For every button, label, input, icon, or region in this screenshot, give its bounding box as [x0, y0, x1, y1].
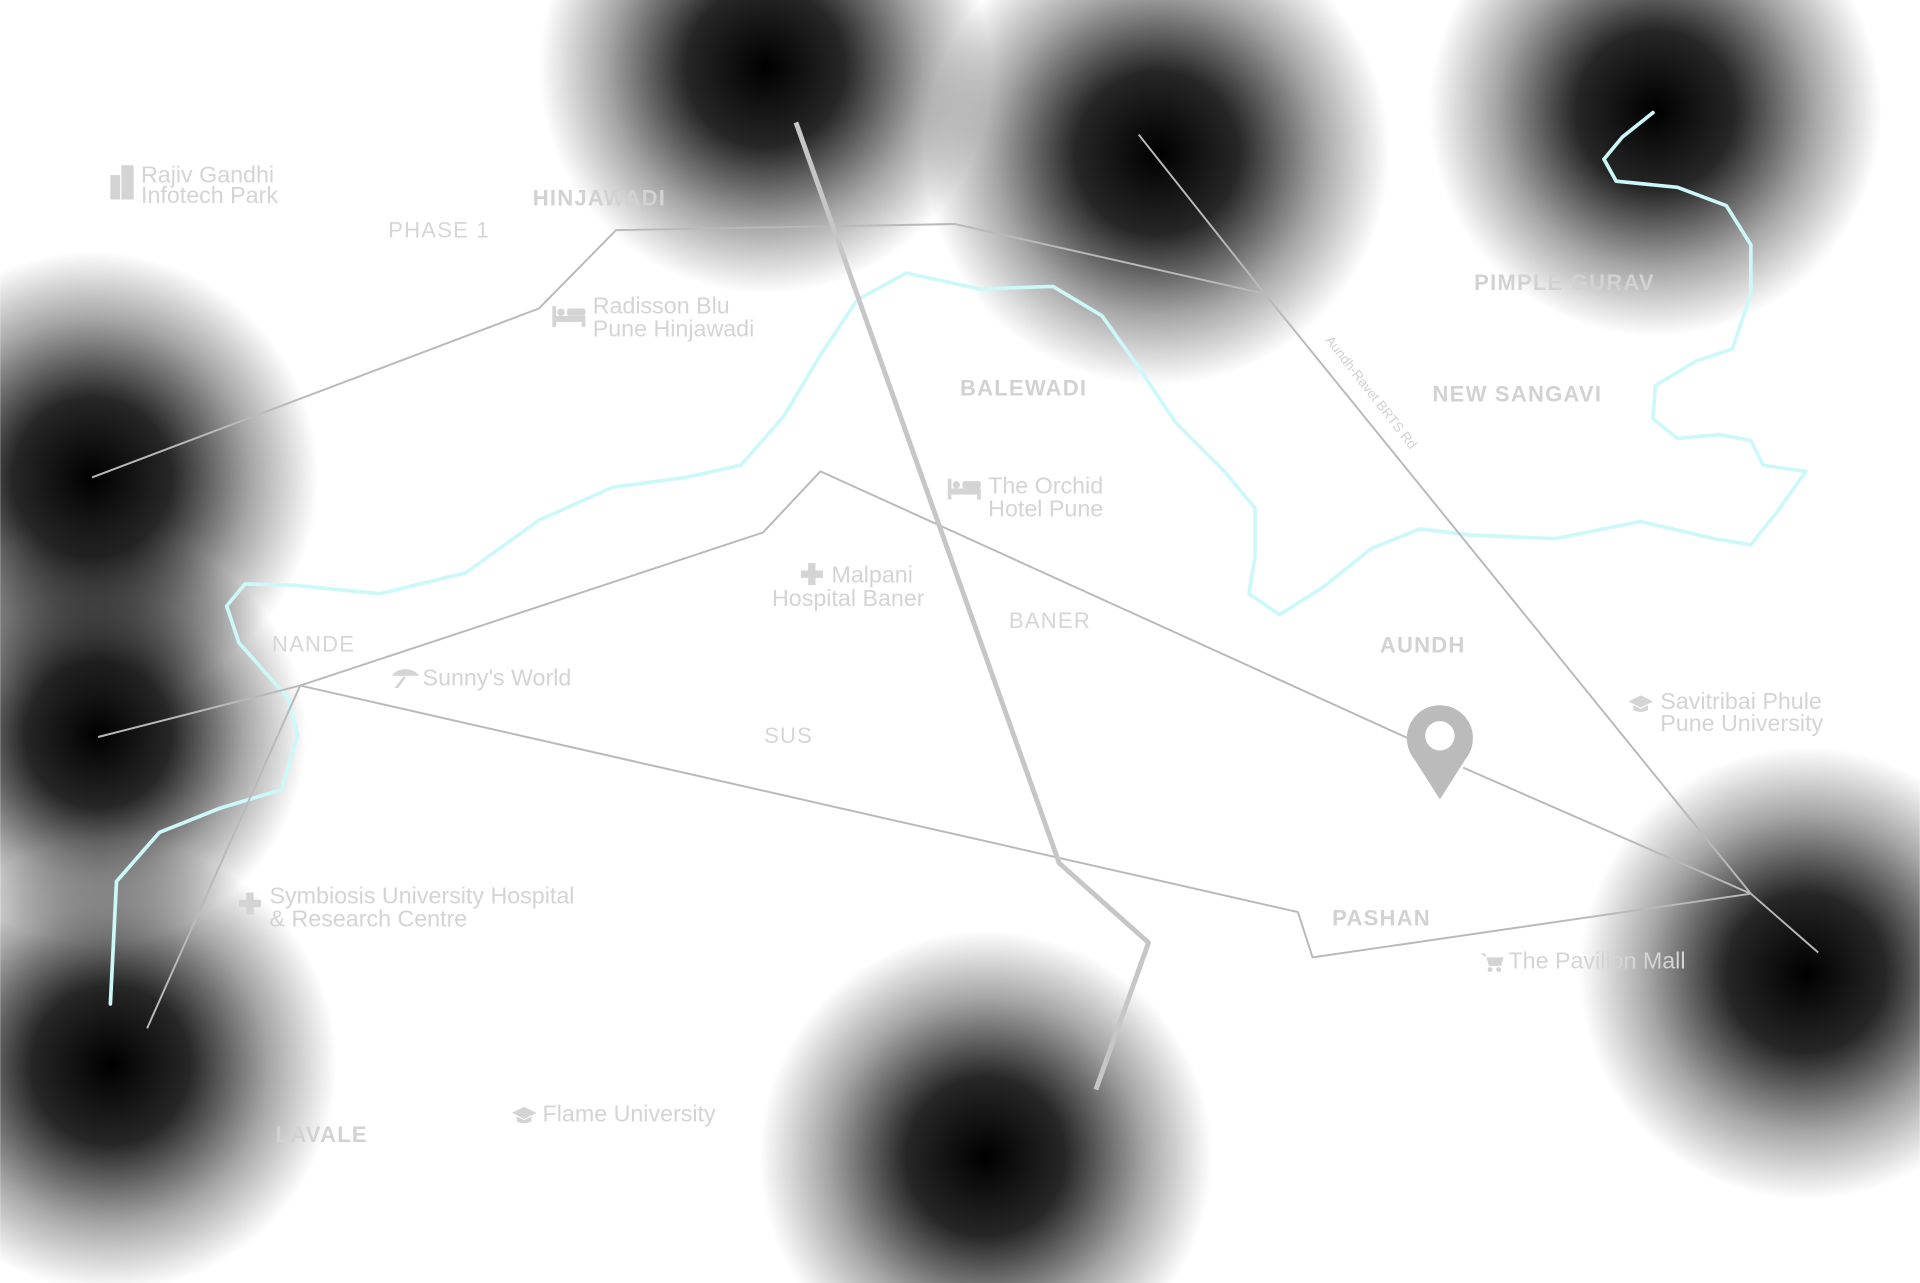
poi-pavilion-mall[interactable]: The Pavilion Mall — [1480, 947, 1686, 973]
poi-flame-university[interactable]: Flame University — [511, 1100, 716, 1126]
highway — [793, 121, 1151, 1091]
area-label-lavale[interactable]: LAVALE — [276, 1122, 368, 1147]
shopping-cart-icon — [1480, 953, 1504, 973]
road — [1462, 766, 1752, 895]
poi-label: Infotech Park — [141, 182, 278, 208]
hospital-cross-icon — [238, 892, 261, 915]
heat-spot — [0, 838, 337, 1283]
poi-label: Sunny's World — [423, 665, 572, 691]
area-label-pimple-gurav[interactable]: PIMPLE GURAV — [1474, 270, 1655, 295]
heat-spot — [538, 0, 992, 294]
roads — [91, 121, 1819, 1091]
hospital-cross-icon — [800, 563, 823, 586]
area-label-nande[interactable]: NANDE — [272, 631, 355, 656]
area-label-sus[interactable]: SUS — [764, 723, 813, 748]
location-pin-icon[interactable] — [1406, 705, 1473, 800]
building-icon — [110, 165, 134, 200]
poi-label: Symbiosis University Hospital — [270, 882, 575, 908]
poi-label: Hospital Baner — [772, 585, 925, 611]
poi-savitribai-phule-university[interactable]: Savitribai Phule Pune University — [1628, 688, 1823, 736]
road — [146, 685, 302, 1029]
poi-label: & Research Centre — [270, 906, 468, 932]
poi-label: Hotel Pune — [988, 496, 1103, 522]
area-label-new-sangavi[interactable]: NEW SANGAVI — [1433, 382, 1603, 407]
area-label-balewadi[interactable]: BALEWADI — [960, 375, 1087, 400]
poi-the-orchid-hotel[interactable]: The Orchid Hotel Pune — [947, 472, 1103, 522]
river — [108, 110, 1808, 1006]
poi-label: The Pavilion Mall — [1508, 947, 1685, 973]
poi-radisson-blu[interactable]: Radisson Blu Pune Hinjawadi — [552, 292, 755, 342]
poi-label: Malpani — [831, 562, 912, 588]
heat-spot — [1428, 0, 1882, 337]
poi-label: Radisson Blu — [593, 292, 730, 318]
poi-label: The Orchid — [988, 472, 1103, 498]
graduation-cap-icon — [511, 1106, 537, 1124]
area-label-aundh[interactable]: AUNDH — [1380, 633, 1466, 658]
poi-label: Pune Hinjawadi — [593, 316, 755, 342]
heat-spot — [759, 930, 1213, 1283]
poi-rajiv-gandhi-infotech-park[interactable]: Rajiv Gandhi Infotech Park — [110, 161, 278, 208]
area-label-phase1[interactable]: PHASE 1 — [388, 218, 490, 243]
area-labels: HINJAWADI PHASE 1 BALEWADI PIMPLE GURAV … — [272, 186, 1655, 1148]
area-label-baner[interactable]: BANER — [1009, 608, 1091, 633]
poi-label: Savitribai Phule — [1660, 688, 1822, 714]
road-aundh-ravet-brts — [1137, 134, 1819, 954]
road — [91, 223, 1266, 479]
area-label-pashan[interactable]: PASHAN — [1332, 906, 1431, 931]
heat-spot — [1579, 746, 1920, 1200]
poi-label: Rajiv Gandhi — [141, 161, 274, 187]
amusement-park-icon — [391, 669, 419, 689]
poi-malpani-hospital[interactable]: Malpani Hospital Baner — [772, 562, 925, 611]
poi-sunnys-world[interactable]: Sunny's World — [391, 665, 572, 691]
area-label-hinjawadi[interactable]: HINJAWADI — [533, 186, 666, 211]
poi-symbiosis-hospital[interactable]: Symbiosis University Hospital & Research… — [238, 882, 575, 932]
hotel-bed-icon — [947, 478, 981, 500]
heat-spot — [924, 0, 1390, 386]
road — [299, 684, 1751, 959]
road — [97, 470, 1409, 740]
graduation-cap-icon — [1628, 695, 1653, 712]
poi-label: Pune University — [1660, 710, 1823, 736]
poi-label: Flame University — [543, 1100, 716, 1126]
hotel-bed-icon — [552, 306, 586, 327]
